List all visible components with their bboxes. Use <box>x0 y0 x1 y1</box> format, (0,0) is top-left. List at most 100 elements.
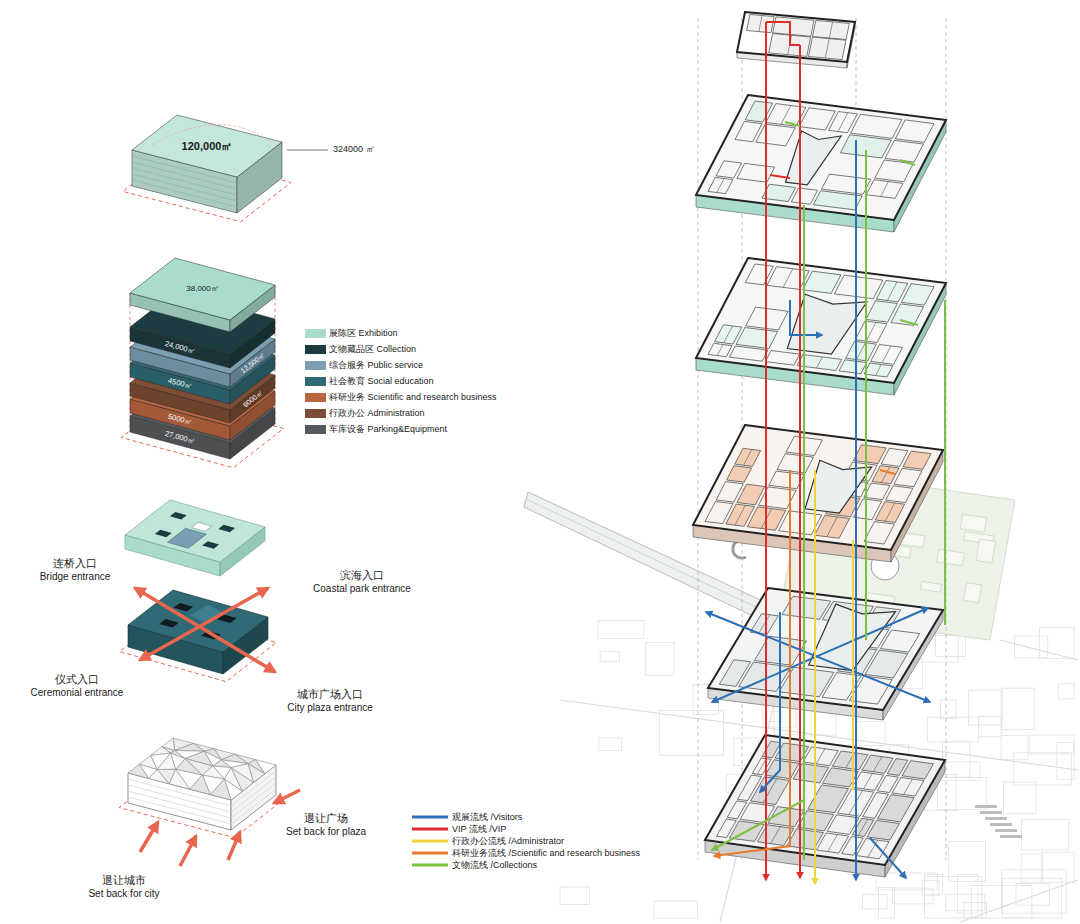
legend-row: 科研业务流线 /Scientific and research business <box>412 847 640 859</box>
flow-line <box>765 22 767 880</box>
room-wall <box>887 282 897 301</box>
floor-slab <box>696 95 946 220</box>
room <box>737 163 775 182</box>
site-block <box>1030 735 1074 754</box>
room <box>885 140 923 162</box>
flow-line <box>870 838 906 878</box>
legend-text: 行政办公流线 /Administrator <box>452 836 564 847</box>
room <box>730 346 768 361</box>
room <box>895 120 934 142</box>
slab-face <box>130 258 275 320</box>
void-square <box>170 512 187 520</box>
room <box>878 795 915 822</box>
room-wall <box>735 505 745 525</box>
room <box>757 825 793 846</box>
slab-face <box>230 408 275 459</box>
flow-line <box>706 612 930 702</box>
void-square <box>159 619 179 628</box>
legend-text: 综合服务 Public service <box>329 360 423 371</box>
site-block <box>1041 852 1074 882</box>
room <box>813 191 862 210</box>
site-block <box>1003 782 1036 814</box>
room-wall <box>857 343 866 360</box>
roof-facet <box>149 770 170 784</box>
annotation-label: 连桥入口 <box>53 557 97 570</box>
room <box>793 764 828 783</box>
axonometric <box>524 12 1015 877</box>
room <box>822 174 871 194</box>
room-wall <box>759 615 770 633</box>
legend-swatch <box>305 393 326 402</box>
room-wall <box>838 113 848 132</box>
legend-line <box>412 840 448 843</box>
roof-facet <box>128 764 149 778</box>
site-block <box>878 887 894 918</box>
annotation-label: 城市广场入口 <box>297 688 363 701</box>
atrium-square <box>168 528 207 548</box>
room <box>727 466 752 483</box>
area-value: 38,000㎡ <box>186 285 218 294</box>
floor-plan <box>708 588 943 720</box>
room-wall <box>863 773 872 788</box>
site-block <box>1014 636 1047 658</box>
room <box>881 448 908 466</box>
room <box>815 515 850 538</box>
site-block <box>979 716 1002 736</box>
floor-slab <box>696 258 946 383</box>
slab-outline <box>132 115 282 213</box>
room <box>865 650 908 678</box>
site-block <box>645 643 674 676</box>
flow-line <box>714 470 790 856</box>
legend-line <box>412 864 448 867</box>
room <box>777 454 813 473</box>
room <box>708 177 733 193</box>
flow-line <box>799 45 801 878</box>
room <box>864 483 890 500</box>
room-wall <box>717 179 724 193</box>
site-block <box>863 894 888 909</box>
legend-swatch <box>305 345 326 354</box>
room <box>875 502 904 523</box>
room <box>886 486 913 503</box>
legend-line-sample <box>412 825 448 833</box>
room <box>862 755 893 773</box>
legend-row: 展陈区 Exhibition <box>305 327 398 339</box>
setback-arrow <box>228 832 240 860</box>
room-wall <box>717 344 723 355</box>
room <box>846 341 877 361</box>
slab-face <box>125 500 265 562</box>
flow-line <box>855 140 857 880</box>
area-slab: 38,000㎡ <box>130 258 275 332</box>
setback-diagram <box>119 738 300 866</box>
room-wall <box>828 835 838 852</box>
room-wall <box>885 503 895 521</box>
entrance-arrow <box>140 588 268 660</box>
void-square <box>218 525 235 533</box>
room-wall <box>868 840 878 857</box>
legend-text: VIP 流线 /VIP <box>452 824 506 835</box>
site-road <box>960 880 1078 922</box>
legend-row: 文物藏品区 Collection <box>305 343 416 355</box>
room <box>747 14 775 32</box>
legend-row: 科研业务 Scientific and research business <box>305 391 497 403</box>
legend-row: 社会教育 Social education <box>305 375 434 387</box>
room <box>851 114 902 138</box>
site-block <box>1001 736 1028 760</box>
void-square <box>155 530 172 538</box>
site-block <box>1039 627 1074 658</box>
room <box>813 20 850 39</box>
annotation-label: 退让城市 <box>102 874 146 887</box>
entrance-arrow <box>135 588 275 672</box>
room <box>809 37 847 60</box>
site-block <box>892 888 933 904</box>
site-road <box>1000 640 1078 660</box>
room-wall <box>873 757 882 772</box>
legend-line <box>412 828 448 831</box>
room-wall <box>829 22 832 38</box>
bridge <box>524 492 782 627</box>
floor-slab <box>708 588 943 710</box>
site-block <box>938 777 987 809</box>
annotation-label: 退让广场 <box>304 812 348 825</box>
site-block <box>927 717 978 742</box>
floor-plan <box>693 425 943 562</box>
